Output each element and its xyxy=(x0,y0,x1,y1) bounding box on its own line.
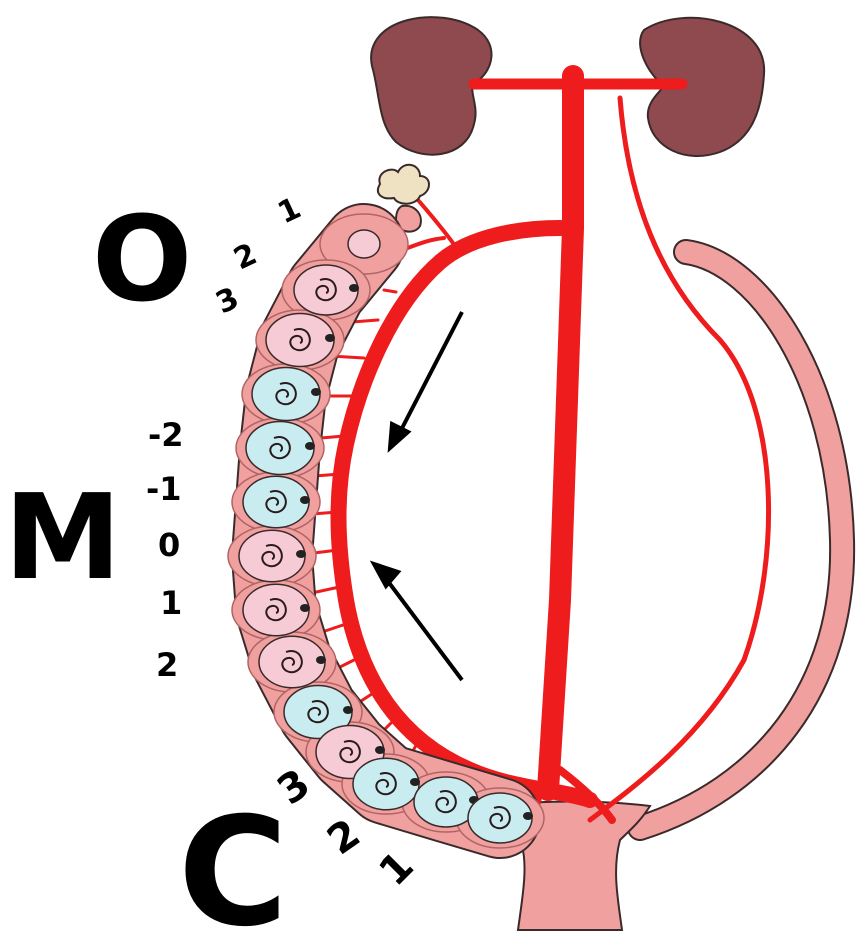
right-uterine-horn xyxy=(640,252,842,828)
fetus-sac xyxy=(243,476,309,527)
placenta xyxy=(343,706,353,714)
fetus-sac xyxy=(252,367,320,420)
uterine-horns xyxy=(496,252,842,930)
fetus-sac xyxy=(243,584,309,635)
flow-arrows xyxy=(374,312,462,680)
fetus-sac xyxy=(239,530,305,581)
ovarian-position: 1 xyxy=(273,191,307,232)
middle-position: -2 xyxy=(148,416,184,454)
fetus-sac xyxy=(266,313,334,366)
placenta xyxy=(325,334,335,342)
fetus-sac xyxy=(259,636,325,687)
middle-position: 1 xyxy=(160,584,182,622)
cervical-position: 1 xyxy=(371,843,423,895)
placenta xyxy=(296,550,306,558)
cervical-position: 2 xyxy=(319,811,368,865)
placenta xyxy=(523,812,533,820)
right-ovarian-artery xyxy=(590,98,769,820)
arrow-down-left xyxy=(390,312,462,448)
placenta xyxy=(300,496,310,504)
middle-position: 0 xyxy=(158,526,180,564)
ovarian-position: 3 xyxy=(211,281,245,322)
fetus-sac xyxy=(246,421,314,474)
left-uterine-horn xyxy=(228,214,544,848)
aorta xyxy=(548,76,573,790)
middle-position-labels: -2 -1 0 1 2 xyxy=(146,416,184,684)
fetus-sac xyxy=(468,793,532,843)
middle-position: -1 xyxy=(146,470,182,508)
fetus-sac xyxy=(348,230,380,258)
placenta xyxy=(349,284,359,292)
placenta xyxy=(300,604,310,612)
fetus-sac xyxy=(294,265,358,315)
placenta xyxy=(410,778,420,786)
region-label-o: O xyxy=(92,190,192,328)
fetus-sac xyxy=(353,758,419,809)
ovarian-position: 2 xyxy=(229,237,263,278)
region-label-c: C xyxy=(178,786,288,932)
placenta xyxy=(311,388,321,396)
placenta xyxy=(316,656,326,664)
arrow-up-left xyxy=(374,564,462,680)
region-label-m: M xyxy=(4,468,121,606)
placenta xyxy=(305,442,315,450)
placenta xyxy=(375,746,385,754)
middle-position: 2 xyxy=(156,646,178,684)
